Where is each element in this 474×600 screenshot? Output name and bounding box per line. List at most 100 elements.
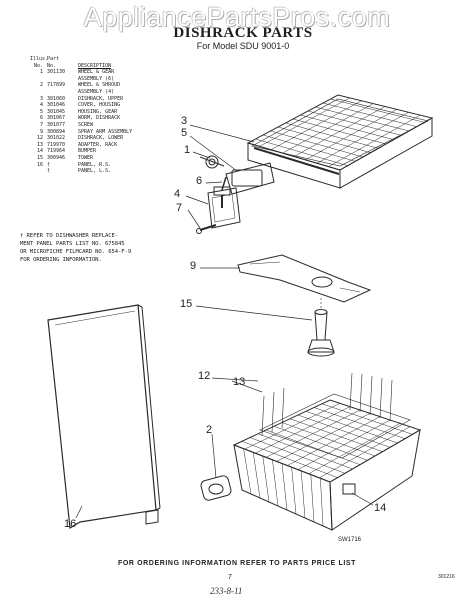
description-cell: ASSEMBLY (6) (78, 75, 115, 82)
screw (196, 224, 217, 234)
description-cell: DISHRACK, UPPER (78, 95, 124, 102)
illus-no-cell: 14 (36, 148, 43, 155)
illus-header-2: No. (33, 62, 43, 69)
table-row: ASSEMBLY (4) (30, 89, 190, 96)
illus-no-cell: 5 (39, 108, 43, 115)
cover-housing (207, 187, 241, 229)
illus-header-1: Illus. (30, 56, 49, 62)
illus-no-cell: 12 (36, 135, 43, 142)
description-cell: COVER, HOUSING (78, 102, 121, 109)
illus-no-cell: 13 (36, 141, 43, 148)
part-no-cell: 301046 (47, 102, 66, 109)
part-no-cell: 301060 (47, 95, 66, 102)
description-cell: BUMPER (78, 148, 97, 155)
bumper (342, 483, 356, 495)
callout-15: 15 (180, 298, 193, 310)
table-row: 15 300946 TOWER (30, 155, 190, 162)
description-cell: WHEEL & GEAR (78, 69, 115, 76)
page-title: DISHRACK PARTS (173, 25, 313, 41)
table-row: 4 301046 COVER, HOUSING (30, 102, 190, 109)
illus-no-cell: 3 (39, 95, 43, 102)
description-cell: PANEL, R.S. (78, 161, 112, 168)
note-line: OR MICROFICHE FILMCARD NO. 654-F-9 (20, 249, 132, 255)
side-code: 301216 (438, 574, 455, 580)
part-no-cell: 719970 (47, 141, 66, 148)
part-no-cell: 301045 (47, 108, 66, 115)
illus-no-cell: 4 (39, 102, 43, 109)
table-row: 7 301077 SCREW (30, 122, 190, 129)
part-no-cell: † (47, 168, 51, 175)
part-header-2: No. (47, 62, 57, 69)
table-row: ASSEMBLY (6) (30, 76, 190, 83)
callout-13: 13 (233, 376, 246, 388)
description-cell: PANEL, L.S. (78, 168, 112, 175)
callout-16: 16 (64, 518, 77, 530)
page-subtitle: For Model SDU 9001-0 (196, 41, 290, 51)
callout-5: 5 (181, 127, 188, 139)
table-row: 3 301060 DISHRACK, UPPER (30, 96, 190, 103)
callout-2: 2 (206, 424, 213, 436)
table-row: 16 † PANEL, R.S. (30, 162, 190, 169)
description-cell: ADAPTER, RACK (78, 141, 118, 148)
part-no-cell: 301077 (47, 121, 66, 128)
table-row: 14 719964 BUMPER (30, 148, 190, 155)
gear-housing-assembly (199, 155, 275, 208)
note-line: FOR ORDERING INFORMATION. (20, 257, 102, 263)
part-no-cell: † (47, 161, 51, 168)
part-no-cell: 300894 (47, 128, 66, 135)
illus-no-cell: 2 (39, 82, 43, 89)
spray-arm (237, 254, 372, 303)
page-number: 7 (228, 574, 232, 581)
ordering-note: † REFER TO DISHWASHER REPLACE- MENT PANE… (20, 232, 190, 264)
note-line: MENT PANEL PARTS LIST NO. 675845 (20, 241, 125, 247)
description-cell: DISHRACK, LOWER (78, 135, 124, 142)
description-cell: ASSEMBLY (4) (78, 88, 115, 95)
illus-no-cell: 15 (36, 154, 43, 161)
table-row: 13 719970 ADAPTER, RACK (30, 142, 190, 149)
note-line: † REFER TO DISHWASHER REPLACE- (20, 233, 119, 239)
illus-no-cell: 6 (39, 115, 43, 122)
description-cell: WORM, DISHRACK (78, 115, 121, 122)
description-cell: TOWER (78, 154, 94, 161)
watermark: AppliancePartsPros.com (83, 2, 391, 32)
callout-14: 14 (374, 502, 387, 514)
callout-9: 9 (190, 260, 197, 272)
callout-6: 6 (196, 175, 203, 187)
side-panel (47, 304, 161, 529)
wheel-and-shroud (200, 475, 232, 501)
illus-no-cell: 7 (39, 121, 43, 128)
handwritten-scribble: 233-8-11 (210, 586, 243, 596)
callout-12: 12 (198, 370, 211, 382)
illus-no-cell: 1 (39, 69, 43, 76)
callout-4: 4 (174, 188, 181, 200)
table-row: 1 301130 WHEEL & GEAR (30, 69, 190, 76)
illus-no-cell: 16 (36, 161, 43, 168)
lower-dishrack (232, 372, 422, 531)
part-no-cell: 719964 (47, 148, 66, 155)
description-header: DESCRIPTION (78, 62, 112, 69)
ordering-info-footer: FOR ORDERING INFORMATION REFER TO PARTS … (117, 560, 357, 567)
table-row: † PANEL, L.S. (30, 168, 190, 175)
leader-lines (75, 124, 374, 519)
callout-1: 1 (184, 144, 191, 156)
part-no-cell: 300946 (47, 154, 66, 161)
part-no-cell: 301022 (47, 135, 66, 142)
drawing-code: SW1716 (338, 537, 362, 543)
description-cell: SCREW (78, 121, 94, 128)
table-row: 12 301022 DISHRACK, LOWER (30, 135, 190, 142)
part-no-cell: 301130 (47, 69, 66, 76)
tower (307, 298, 335, 357)
part-no-cell: 717899 (47, 82, 66, 89)
part-header-1: Part (47, 56, 60, 62)
description-cell: SPRAY ARM ASSEMBLY (78, 128, 133, 135)
upper-dishrack (246, 94, 434, 189)
callout-7: 7 (176, 202, 183, 214)
